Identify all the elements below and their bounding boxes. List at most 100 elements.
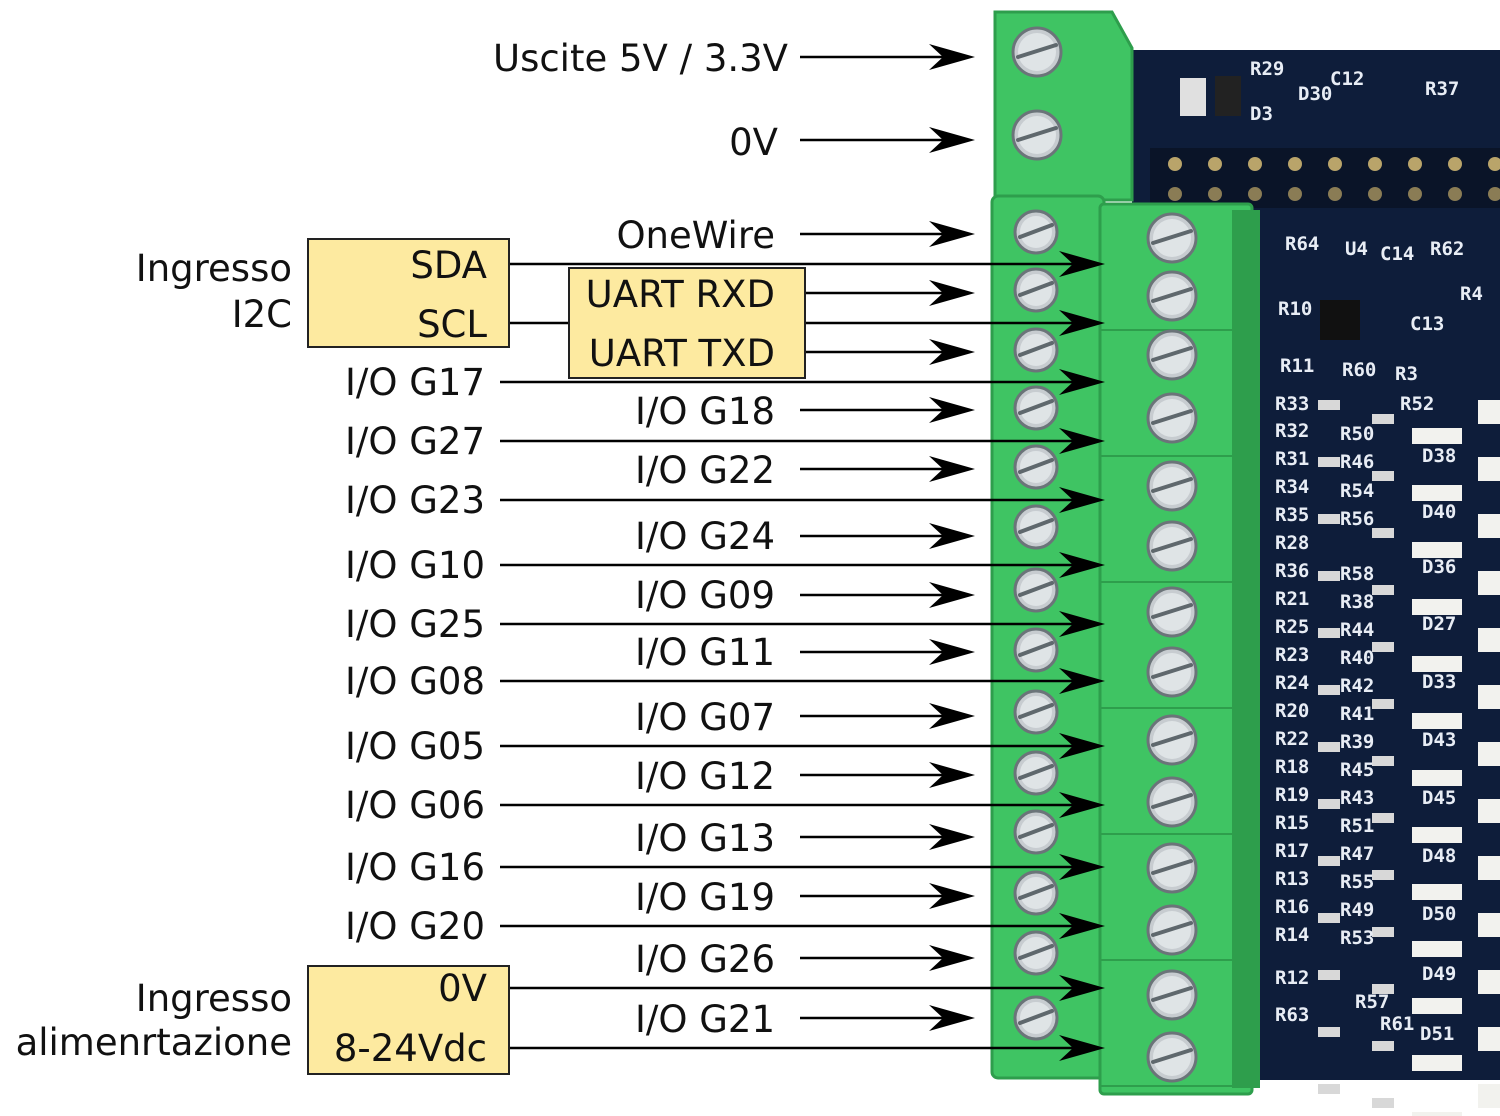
arrow-rear-6-head <box>929 582 975 608</box>
pcb-silkscreen-label: R33 <box>1275 393 1309 415</box>
arrow-rear-3-head <box>929 397 975 423</box>
pcb-silkscreen-label: R61 <box>1380 1013 1414 1035</box>
header-pin <box>1488 157 1500 171</box>
label-scl: SCL <box>417 303 487 346</box>
i2c-highlight-box <box>307 238 510 348</box>
header-pin <box>1328 157 1342 171</box>
label-io-g09: I/O G09 <box>634 574 775 617</box>
screw-rear-slot <box>1018 944 1054 960</box>
header-pin <box>1408 187 1422 201</box>
arrow-rear-8-head <box>929 703 975 729</box>
pcb-silkscreen-label: R41 <box>1340 703 1374 725</box>
smd-led <box>1412 599 1462 615</box>
screw-front-slot <box>1151 986 1193 1002</box>
pcb-silkscreen-label: C12 <box>1330 68 1364 90</box>
pcb-silkscreen-label: R63 <box>1275 1004 1309 1026</box>
screw-front-slot <box>1151 603 1193 619</box>
smd-led <box>1478 628 1500 652</box>
pcb-silkscreen-label: R43 <box>1340 787 1374 809</box>
label-5v-3v3-output: Uscite 5V / 3.3V <box>492 37 788 80</box>
screw-rear-slot <box>1018 518 1054 534</box>
arrow-rear-1-head <box>929 280 975 306</box>
pcb-silkscreen-label: D33 <box>1422 671 1456 693</box>
pcb-silkscreen-label: U4 <box>1345 238 1368 260</box>
label-io-g27: I/O G27 <box>344 420 485 463</box>
pcb-silkscreen-label: R13 <box>1275 868 1309 890</box>
arrow-rear-7-head <box>929 639 975 665</box>
pcb-silkscreen-label: C13 <box>1410 313 1444 335</box>
screw-rear-slot <box>1018 458 1054 474</box>
pcb-silkscreen-label: R56 <box>1340 508 1374 530</box>
pcb-silkscreen-label: R29 <box>1250 58 1284 80</box>
header-pin <box>1448 187 1462 201</box>
pcb-silkscreen-label: R35 <box>1275 504 1309 526</box>
pcb-silkscreen-label: R58 <box>1340 563 1374 585</box>
label-io-g24: I/O G24 <box>634 515 775 558</box>
pcb-silkscreen-label: R39 <box>1340 731 1374 753</box>
header-pin <box>1288 187 1302 201</box>
header-pin <box>1248 157 1262 171</box>
header-pin <box>1248 187 1262 201</box>
pcb-silkscreen-label: R49 <box>1340 899 1374 921</box>
label-io-g08: I/O G08 <box>344 660 485 703</box>
pcb-silkscreen-label: R46 <box>1340 451 1374 473</box>
screw-rear-slot <box>1018 703 1054 719</box>
label-io-g16: I/O G16 <box>344 846 485 889</box>
smd-resistor <box>1318 571 1340 581</box>
label-onewire: OneWire <box>616 214 775 257</box>
pcb-silkscreen-label: D30 <box>1298 83 1332 105</box>
pcb-silkscreen-label: R23 <box>1275 644 1309 666</box>
smd-led <box>1478 799 1500 823</box>
screw-rear-slot <box>1018 641 1054 657</box>
header-pin <box>1288 157 1302 171</box>
pcb-silkscreen-label: C14 <box>1380 243 1414 265</box>
label-io-g07: I/O G07 <box>634 696 775 739</box>
pcb-silkscreen-label: R60 <box>1342 359 1376 381</box>
pcb-silkscreen-label: R52 <box>1400 393 1434 415</box>
smd-ic <box>1320 300 1360 340</box>
screw-rear-slot <box>1018 1009 1054 1025</box>
smd-resistor <box>1372 1041 1394 1051</box>
arrow-rear-0-head <box>929 221 975 247</box>
arrow-rear-5-head <box>929 523 975 549</box>
smd-resistor <box>1318 1027 1340 1037</box>
smd-resistor <box>1372 699 1394 709</box>
label-io-g22: I/O G22 <box>634 449 775 492</box>
smd-led <box>1478 742 1500 766</box>
power-group-title-line2: alimenrtazione <box>15 1021 292 1064</box>
smd-resistor <box>1318 913 1340 923</box>
header-pin <box>1408 157 1422 171</box>
label-io-g13: I/O G13 <box>634 817 775 860</box>
screw-front-slot <box>1151 663 1193 679</box>
front-terminal-ridge <box>1232 210 1260 1088</box>
pcb-silkscreen-label: R47 <box>1340 843 1374 865</box>
arrow-front-7-head <box>1059 668 1105 694</box>
pcb-silkscreen-label: R12 <box>1275 967 1309 989</box>
header-pin <box>1328 187 1342 201</box>
smd-led <box>1478 457 1500 481</box>
smd-led <box>1412 998 1462 1014</box>
pcb-silkscreen-label: R57 <box>1355 991 1389 1013</box>
pcb-silkscreen-label: D3 <box>1250 103 1273 125</box>
pcb-silkscreen-label: R36 <box>1275 560 1309 582</box>
arrow-front-8-head <box>1059 733 1105 759</box>
arrow-front-11-head <box>1059 913 1105 939</box>
screw-rear-slot <box>1018 823 1054 839</box>
label-io-g18: I/O G18 <box>634 390 775 433</box>
smd-resistor <box>1318 457 1340 467</box>
pcb-silkscreen-label: R53 <box>1340 927 1374 949</box>
pcb-silkscreen-label: D43 <box>1422 729 1456 751</box>
pcb-silkscreen-label: R16 <box>1275 896 1309 918</box>
smd-led <box>1412 713 1462 729</box>
label-io-g11: I/O G11 <box>634 631 775 674</box>
pcb-silkscreen-label: R15 <box>1275 812 1309 834</box>
pin-header <box>1150 148 1500 208</box>
pcb-silkscreen-label: R44 <box>1340 619 1374 641</box>
arrow-rear-13-head <box>929 1005 975 1031</box>
pcb-silkscreen-label: R42 <box>1340 675 1374 697</box>
pcb-silkscreen-label: R51 <box>1340 815 1374 837</box>
smd-diode <box>1215 76 1241 116</box>
arrow-rear-12-head <box>929 945 975 971</box>
smd-led <box>1478 1027 1500 1051</box>
pcb-silkscreen-label: R55 <box>1340 871 1374 893</box>
